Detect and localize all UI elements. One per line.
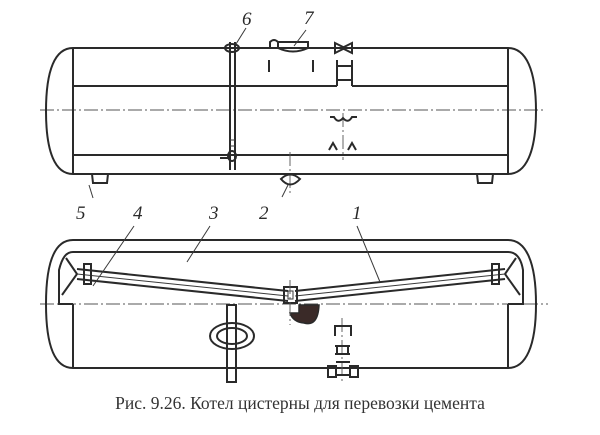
label-5: 5 [76,203,86,224]
label-3: 3 [208,203,219,224]
loading-hatch [268,39,314,72]
top-tank-right-cap [507,47,538,175]
label-2: 2 [259,203,269,224]
bottom-tank-right-cap [507,239,538,369]
support-foot-right [476,173,494,184]
air-valve [334,41,353,55]
inner-shell [58,251,524,305]
leader-lines [88,27,381,287]
figure-caption: Рис. 9.26. Котел цистерны для перевозки … [115,393,485,413]
support-foot-left [91,173,109,184]
discharge-bowl [288,304,320,325]
bottom-tank-view [40,239,548,384]
access-ladder [336,60,353,86]
label-4: 4 [133,203,143,224]
bottom-outlet [279,152,302,196]
label-7: 7 [304,8,315,29]
bottom-tank-left-cap [44,239,74,369]
top-tank-view [40,39,545,196]
aeration-symbols [328,113,357,160]
level-gauge-rod [220,42,240,170]
label-6: 6 [242,9,252,30]
label-1: 1 [352,203,362,224]
aeration-pipe [76,263,506,304]
lower-fitting [327,318,359,384]
top-tank-left-cap [44,47,74,175]
manhole [209,304,255,383]
